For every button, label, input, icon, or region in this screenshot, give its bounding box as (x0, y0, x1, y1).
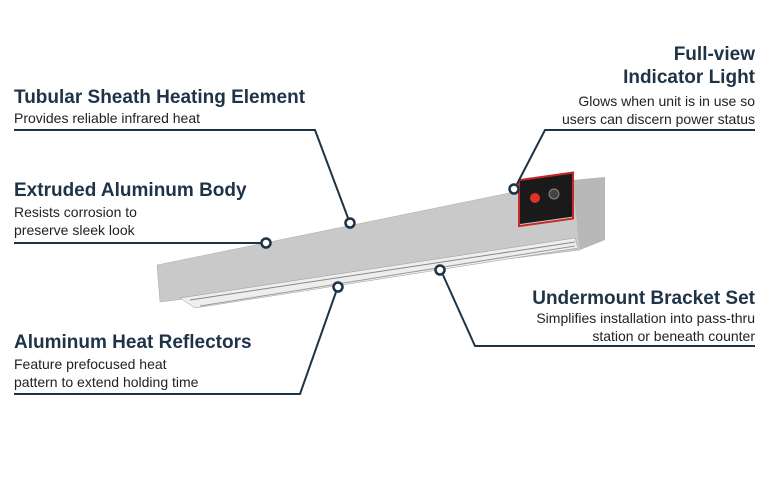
feature-title: Aluminum Heat Reflectors (14, 332, 252, 353)
feature-desc: users can discern power status (562, 111, 755, 127)
indicator-light (530, 193, 540, 203)
feature-desc: Glows when unit is in use so (578, 93, 755, 109)
callout-dots (260, 183, 520, 293)
callout-lines (14, 129, 755, 395)
thermostat-knob (548, 188, 560, 200)
feature-desc: Feature prefocused heat (14, 356, 167, 372)
feature-title: Full-view (673, 44, 755, 65)
feature-desc: Resists corrosion to (14, 204, 137, 220)
feature-desc: pattern to extend holding time (14, 374, 199, 390)
feature-desc: preserve sleek look (14, 222, 135, 238)
feature-title: Indicator Light (623, 67, 755, 88)
feature-desc: Provides reliable infrared heat (14, 110, 200, 126)
feature-title: Extruded Aluminum Body (14, 180, 247, 201)
feature-desc: station or beneath counter (592, 328, 755, 344)
feature-title: Tubular Sheath Heating Element (14, 87, 306, 108)
feature-desc: Simplifies installation into pass-thru (536, 310, 755, 326)
feature-title: Undermount Bracket Set (532, 288, 755, 309)
